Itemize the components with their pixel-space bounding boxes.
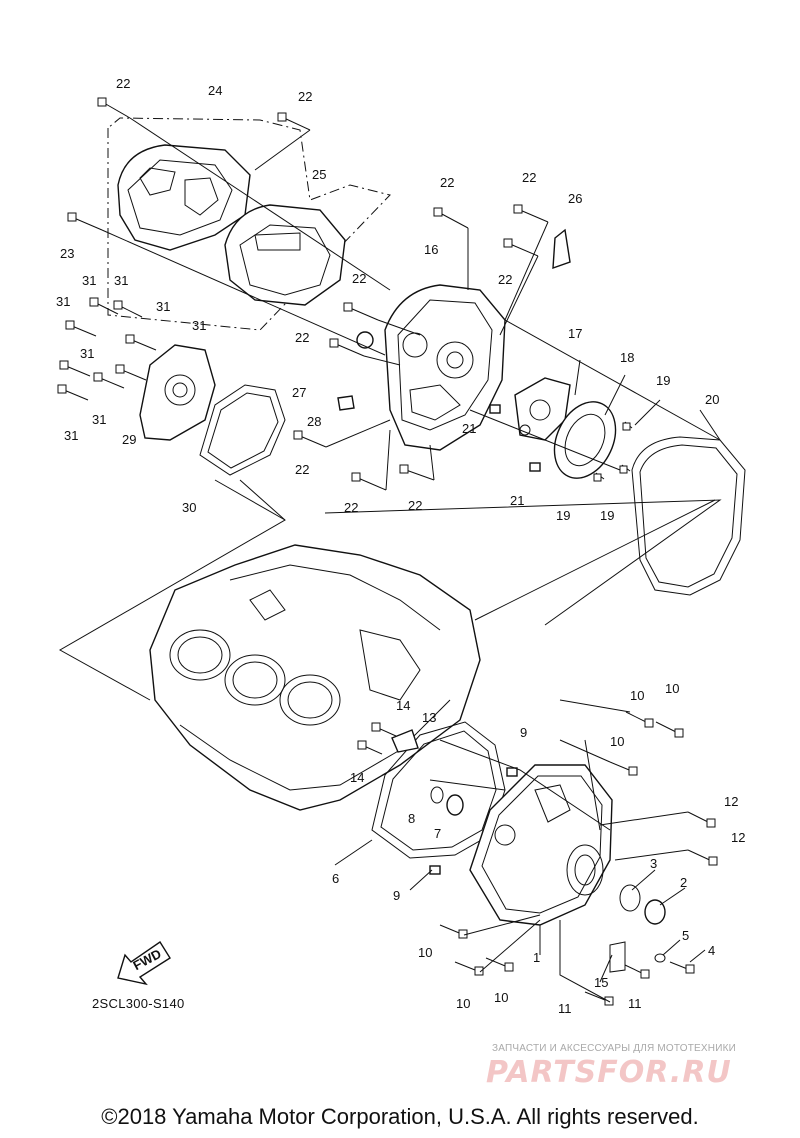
part-20-gasket bbox=[631, 436, 746, 596]
callout: 22 bbox=[295, 330, 309, 345]
oil-seal bbox=[356, 331, 374, 349]
watermark-logo: PARTSFOR.RU bbox=[486, 1055, 732, 1090]
callout: 5 bbox=[682, 928, 689, 943]
part-9-dowel-b bbox=[429, 865, 441, 875]
callout: 16 bbox=[424, 242, 438, 257]
part-17-gear bbox=[514, 377, 571, 441]
part-18-plate bbox=[553, 401, 617, 479]
callout: 31 bbox=[156, 299, 170, 314]
callout: 22 bbox=[352, 271, 366, 286]
watermark-tagline: ЗАПЧАСТИ И АКСЕССУАРЫ ДЛЯ МОТОТЕХНИКИ bbox=[492, 1043, 737, 1054]
part-7-seal bbox=[446, 794, 464, 816]
callout: 31 bbox=[82, 273, 96, 288]
part-27-fitting bbox=[337, 395, 355, 411]
callout: 28 bbox=[307, 414, 321, 429]
part-13-bracket bbox=[391, 729, 419, 753]
callout: 11 bbox=[628, 996, 642, 1011]
crankcase-block bbox=[149, 544, 481, 811]
callout: 19 bbox=[600, 508, 614, 523]
upper-dashed-boundary bbox=[107, 117, 391, 331]
callouts: 1 2 3 4 5 6 7 8 9 9 10 10 10 10 10 10 11… bbox=[56, 76, 745, 1016]
callout: 21 bbox=[510, 493, 524, 508]
part-1-lower-cover bbox=[469, 764, 613, 926]
part-24-outer-cover bbox=[117, 144, 251, 251]
part-26-bracket bbox=[552, 228, 571, 270]
part-5-washer bbox=[654, 953, 666, 963]
callout: 21 bbox=[462, 421, 476, 436]
callout: 22 bbox=[295, 462, 309, 477]
callout: 17 bbox=[568, 326, 582, 341]
callout: 9 bbox=[520, 725, 527, 740]
callout: 23 bbox=[60, 246, 74, 261]
callout: 4 bbox=[708, 943, 715, 958]
part-8-o-ring bbox=[430, 786, 444, 804]
callout: 10 bbox=[630, 688, 644, 703]
callout: 31 bbox=[114, 273, 128, 288]
part-25-inner-cover bbox=[224, 204, 346, 306]
callout: 24 bbox=[208, 83, 222, 98]
callout: 10 bbox=[610, 734, 624, 749]
callout: 29 bbox=[122, 432, 136, 447]
callout: 22 bbox=[408, 498, 422, 513]
part-6-gasket bbox=[371, 721, 506, 859]
callout: 2 bbox=[680, 875, 687, 890]
callout: 22 bbox=[522, 170, 536, 185]
part-2-plug bbox=[644, 899, 666, 925]
callout: 31 bbox=[192, 318, 206, 333]
exploded-parts-diagram: FWD 1 2 3 4 5 6 7 8 9 9 10 10 10 10 10 1… bbox=[56, 76, 746, 1016]
callout: 19 bbox=[556, 508, 570, 523]
callout: 22 bbox=[498, 272, 512, 287]
part-30-gasket bbox=[199, 384, 286, 476]
leader-lines bbox=[58, 117, 722, 1003]
part-29-small-cover bbox=[139, 344, 216, 441]
callout: 22 bbox=[116, 76, 130, 91]
part-21-dowel-b bbox=[529, 462, 541, 472]
callout: 9 bbox=[393, 888, 400, 903]
callout: 10 bbox=[456, 996, 470, 1011]
callout: 10 bbox=[665, 681, 679, 696]
callout: 18 bbox=[620, 350, 634, 365]
callout: 22 bbox=[440, 175, 454, 190]
copyright-notice: ©2018 Yamaha Motor Corporation, U.S.A. A… bbox=[101, 1104, 699, 1129]
fwd-arrow-icon: FWD bbox=[117, 941, 171, 986]
callout: 22 bbox=[298, 89, 312, 104]
callout: 1 bbox=[533, 950, 540, 965]
callout: 14 bbox=[350, 770, 364, 785]
callout: 31 bbox=[64, 428, 78, 443]
callout: 10 bbox=[494, 990, 508, 1005]
callout: 20 bbox=[705, 392, 719, 407]
callout: 22 bbox=[344, 500, 358, 515]
callout: 15 bbox=[594, 975, 608, 990]
callout: 6 bbox=[332, 871, 339, 886]
diagram-reference-code: 2SCL300-S140 bbox=[92, 996, 185, 1011]
callout: 30 bbox=[182, 500, 196, 515]
callout: 11 bbox=[558, 1001, 572, 1016]
part-9-dowel-a bbox=[506, 767, 518, 777]
callout: 31 bbox=[80, 346, 94, 361]
callout: 25 bbox=[312, 167, 326, 182]
bolts bbox=[57, 97, 718, 1006]
callout: 13 bbox=[422, 710, 436, 725]
callout: 12 bbox=[724, 794, 738, 809]
callout: 31 bbox=[56, 294, 70, 309]
part-21-dowel-a bbox=[489, 404, 501, 414]
callout: 7 bbox=[434, 826, 441, 841]
callout: 3 bbox=[650, 856, 657, 871]
part-16-crankcase-cover bbox=[384, 284, 506, 451]
part-15-bracket bbox=[609, 941, 626, 973]
callout: 27 bbox=[292, 385, 306, 400]
callout: 14 bbox=[396, 698, 410, 713]
callout: 12 bbox=[731, 830, 745, 845]
callout: 10 bbox=[418, 945, 432, 960]
callout: 8 bbox=[408, 811, 415, 826]
callout: 31 bbox=[92, 412, 106, 427]
callout: 26 bbox=[568, 191, 582, 206]
part-3-o-ring bbox=[619, 884, 641, 912]
callout: 19 bbox=[656, 373, 670, 388]
